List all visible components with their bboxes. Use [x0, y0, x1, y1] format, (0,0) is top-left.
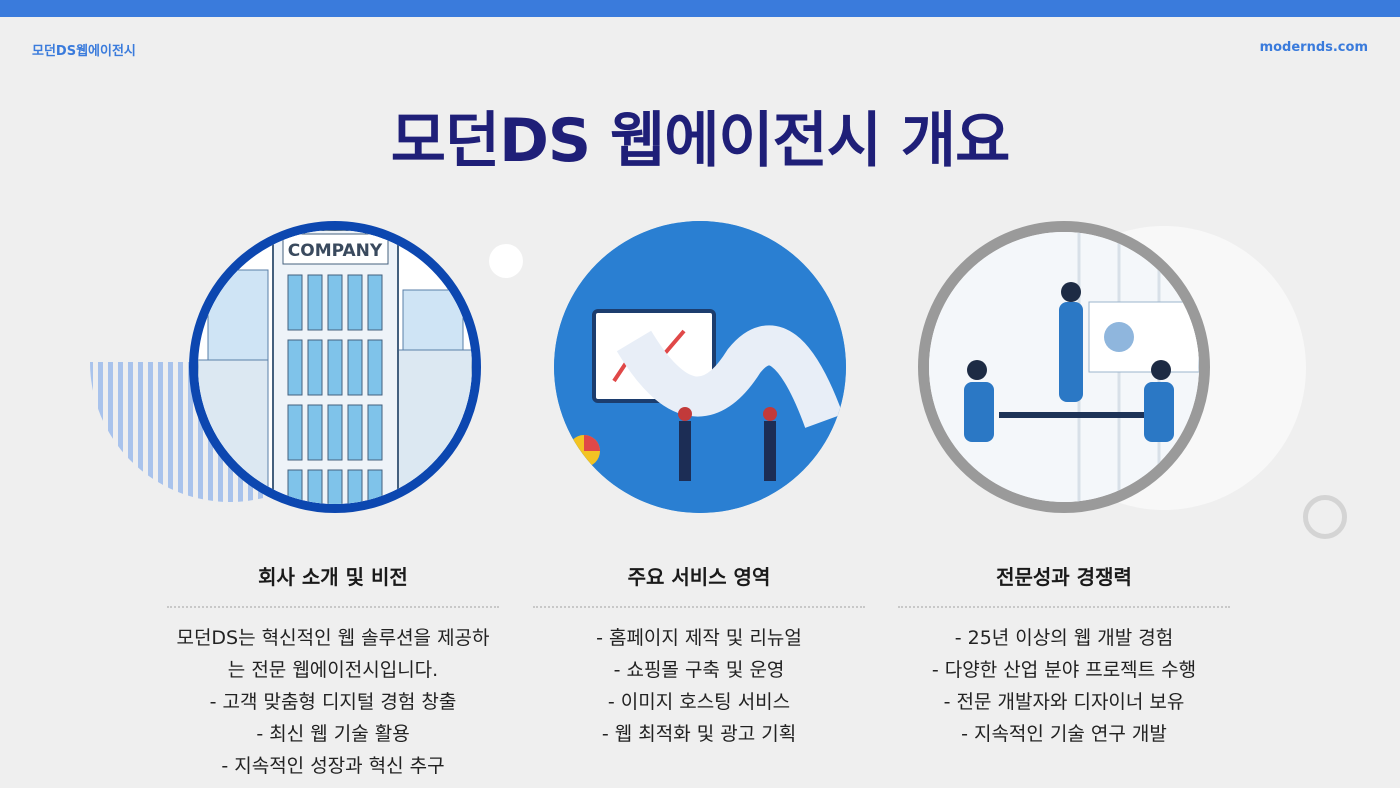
column-line: - 홈페이지 제작 및 리뉴얼: [596, 627, 802, 649]
column-line: 모던DS는 혁신적인 웹 솔루션을 제공하: [176, 627, 490, 649]
column-line: - 25년 이상의 웹 개발 경험: [954, 627, 1174, 649]
column-line: - 최신 웹 기술 활용: [256, 723, 410, 745]
page-title: 모던DS 웹에이전시 개요: [390, 106, 1011, 176]
column-company-vision: 회사 소개 및 비전 모던DS는 혁신적인 웹 솔루션을 제공하 는 전문 웹에…: [167, 560, 499, 782]
column-line: - 고객 맞춤형 디지털 경험 창출: [209, 691, 457, 713]
brand-name: 모던DS웹에이전시: [32, 44, 136, 59]
site-domain: modernds.com: [1259, 40, 1368, 55]
dotted-divider: [898, 606, 1230, 608]
column-heading: 회사 소개 및 비전: [258, 565, 408, 589]
column-line: - 전문 개발자와 디자이너 보유: [943, 691, 1185, 713]
dotted-divider: [533, 606, 865, 608]
company-building-image: COMPANY: [189, 221, 481, 513]
column-services: 주요 서비스 영역 - 홈페이지 제작 및 리뉴얼 - 쇼핑몰 구축 및 운영 …: [533, 560, 865, 750]
column-heading: 전문성과 경쟁력: [996, 565, 1132, 589]
top-accent-bar: [0, 0, 1400, 17]
company-sign: COMPANY: [288, 241, 383, 261]
analytics-illustration-image: [554, 221, 846, 513]
team-meeting-image: [918, 221, 1210, 513]
column-line: - 다양한 산업 분야 프로젝트 수행: [931, 659, 1197, 681]
small-white-circle-decoration: [489, 244, 523, 278]
column-line: - 지속적인 기술 연구 개발: [961, 723, 1167, 745]
column-expertise: 전문성과 경쟁력 - 25년 이상의 웹 개발 경험 - 다양한 산업 분야 프…: [898, 560, 1230, 750]
ring-decoration: [1303, 495, 1347, 539]
column-line: - 이미지 호스팅 서비스: [607, 691, 791, 713]
dotted-divider: [167, 606, 499, 608]
column-line: 는 전문 웹에이전시입니다.: [227, 659, 439, 681]
column-line: - 지속적인 성장과 혁신 추구: [221, 755, 445, 777]
column-heading: 주요 서비스 영역: [627, 565, 771, 589]
column-line: - 웹 최적화 및 광고 기획: [601, 723, 797, 745]
column-line: - 쇼핑몰 구축 및 운영: [613, 659, 785, 681]
